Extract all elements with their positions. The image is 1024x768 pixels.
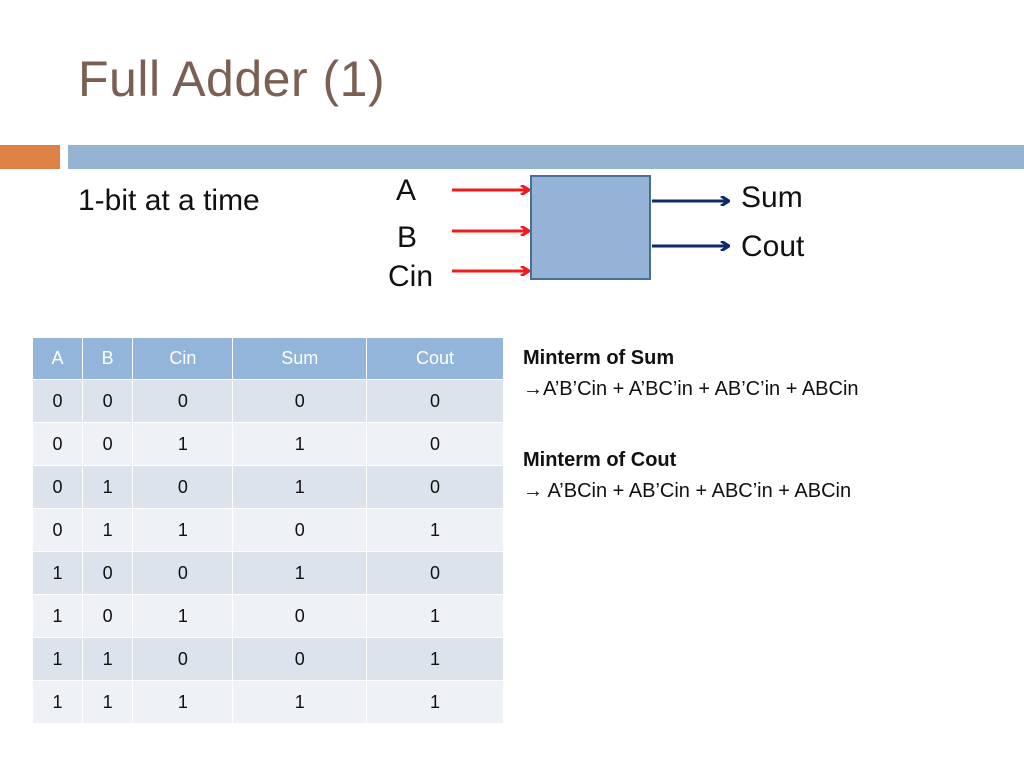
table-cell: 1 bbox=[366, 508, 504, 552]
input-label-b: B bbox=[397, 221, 417, 254]
output-label-cout: Cout bbox=[741, 230, 805, 263]
input-label-cin: Cin bbox=[388, 260, 433, 293]
table-cell: 0 bbox=[132, 465, 234, 509]
cout-minterm-expression: → A’BCin + AB’Cin + ABC’in + ABCin bbox=[523, 480, 852, 502]
table-cell: 1 bbox=[366, 594, 504, 638]
table-cell: 1 bbox=[232, 465, 368, 509]
table-cell: 0 bbox=[366, 465, 504, 509]
table-cell: 1 bbox=[82, 637, 134, 681]
table-cell: 0 bbox=[82, 551, 134, 595]
table-cell: 1 bbox=[82, 508, 134, 552]
table-cell: 1 bbox=[132, 680, 234, 724]
cout-minterm-heading: Minterm of Cout bbox=[523, 449, 677, 471]
table-cell: 0 bbox=[366, 422, 504, 466]
header-a: A bbox=[31, 337, 84, 380]
table-cell: 1 bbox=[132, 422, 234, 466]
output-label-sum: Sum bbox=[741, 181, 803, 214]
table-cell: 1 bbox=[232, 422, 368, 466]
table-cell: 0 bbox=[232, 594, 368, 638]
table-cell: 1 bbox=[366, 680, 504, 724]
table-cell: 0 bbox=[31, 379, 84, 423]
accent-bar-orange bbox=[0, 145, 60, 169]
table-cell: 1 bbox=[366, 637, 504, 681]
implies-arrow-icon: → bbox=[523, 480, 543, 502]
adder-block bbox=[530, 175, 651, 280]
table-cell: 1 bbox=[232, 680, 368, 724]
table-cell: 1 bbox=[31, 637, 84, 681]
table-cell: 0 bbox=[31, 508, 84, 552]
table-cell: 1 bbox=[132, 594, 234, 638]
table-cell: 1 bbox=[82, 465, 134, 509]
table-cell: 1 bbox=[31, 680, 84, 724]
table-cell: 0 bbox=[31, 465, 84, 509]
header-b: B bbox=[82, 337, 134, 380]
truth-table-header-row: A B Cin Sum Cout bbox=[31, 337, 504, 380]
table-cell: 0 bbox=[132, 551, 234, 595]
header-sum: Sum bbox=[232, 337, 368, 380]
table-cell: 0 bbox=[232, 379, 368, 423]
table-cell: 1 bbox=[82, 680, 134, 724]
sum-minterm-expression: →A’B’Cin + A’BC’in + AB’C’in + ABCin bbox=[523, 378, 859, 400]
table-cell: 0 bbox=[366, 379, 504, 423]
table-cell: 0 bbox=[366, 551, 504, 595]
table-cell: 0 bbox=[82, 379, 134, 423]
implies-arrow-icon: → bbox=[523, 378, 543, 400]
header-cout: Cout bbox=[366, 337, 504, 380]
table-cell: 1 bbox=[31, 551, 84, 595]
table-cell: 1 bbox=[31, 594, 84, 638]
header-cin: Cin bbox=[132, 337, 234, 380]
table-cell: 0 bbox=[82, 422, 134, 466]
table-cell: 1 bbox=[232, 551, 368, 595]
table-cell: 0 bbox=[232, 637, 368, 681]
slide-title: Full Adder (1) bbox=[78, 51, 386, 107]
slide-subtitle: 1-bit at a time bbox=[78, 184, 260, 217]
input-label-a: A bbox=[396, 174, 416, 207]
table-cell: 0 bbox=[31, 422, 84, 466]
table-cell: 0 bbox=[132, 637, 234, 681]
minterms-panel: Minterm of Sum →A’B’Cin + A’BC’in + AB’C… bbox=[523, 343, 859, 507]
sum-minterm-heading: Minterm of Sum bbox=[523, 347, 675, 369]
table-cell: 0 bbox=[232, 508, 368, 552]
table-cell: 1 bbox=[132, 508, 234, 552]
table-cell: 0 bbox=[82, 594, 134, 638]
table-cell: 0 bbox=[132, 379, 234, 423]
accent-bar-blue bbox=[68, 145, 1024, 169]
full-adder-diagram: A B Cin Sum Cout bbox=[388, 174, 805, 293]
